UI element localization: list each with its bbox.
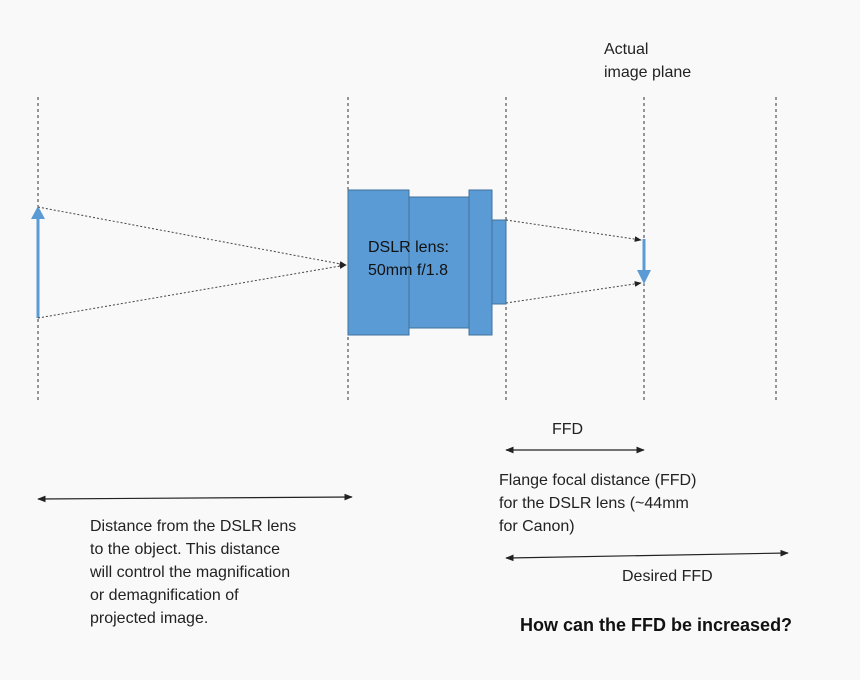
ffd-description: Flange focal distance (FFD) for the DSLR… [499, 472, 697, 535]
ffd-question: How can the FFD be increased? [520, 615, 793, 635]
object-arrow-head [31, 206, 45, 219]
lens-label: DSLR lens: 50mm f/1.8 [368, 239, 449, 279]
ray-image-bottom [505, 281, 642, 304]
lens-barrel-ring [468, 189, 493, 336]
image-plane-label: Actual image plane [604, 41, 692, 81]
desired-ffd-arrow [505, 549, 789, 562]
dslr-lens [347, 189, 507, 336]
ray-object-bottom [37, 263, 347, 319]
ffd-label: FFD [552, 421, 584, 438]
lens-barrel-middle [408, 196, 470, 329]
image-arrow-head [637, 270, 651, 284]
ray-object-top [37, 206, 347, 267]
object-distance-arrow [37, 493, 353, 503]
lens-mount [491, 219, 507, 305]
desired-ffd-label: Desired FFD [622, 568, 713, 585]
object-distance-description: Distance from the DSLR lens to the objec… [90, 518, 297, 627]
ray-image-top [505, 219, 642, 242]
